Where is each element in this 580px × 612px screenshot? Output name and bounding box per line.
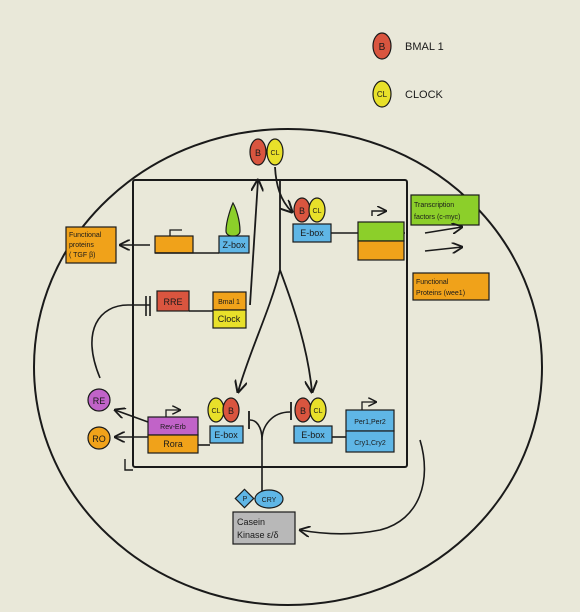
legend: B BMAL 1 CL CLOCK [372, 32, 444, 108]
per-cry-box: Per1,Per2 Cry1,Cry2 [345, 409, 395, 453]
tgf-line2: proteins [69, 242, 94, 249]
arrow-top-to-ebox [274, 166, 292, 212]
legend-clock-label: CLOCK [405, 89, 444, 101]
rora-label: Rora [163, 439, 183, 449]
nucleus-outline [132, 179, 408, 468]
casein-line2: Kinase ε/δ [237, 530, 279, 540]
arrow-to-re [115, 410, 149, 423]
ebox-tr-label: E-box [300, 228, 324, 238]
ebox-bottom-left: CL B E-box [207, 397, 244, 444]
cell-outline [33, 128, 543, 606]
ebox-br-b: B [300, 406, 306, 416]
gene-orange-top-right [357, 240, 405, 261]
tss-rev-erb [165, 410, 180, 417]
gene-green-top-right [357, 221, 405, 242]
cry-label: Cry1,Cry2 [354, 440, 386, 447]
ro-circle: RO [87, 426, 111, 450]
top-pair-b: B [255, 148, 261, 158]
per-label: Per1,Per2 [354, 419, 386, 426]
wee1-line2: Proteins (wee1) [416, 290, 465, 297]
zbox: Z-box [218, 235, 250, 254]
ebox-bl-b: B [228, 406, 234, 416]
ebox-top-right: B CL E-box [292, 197, 332, 243]
gene-orange-left [154, 235, 194, 254]
tgf-line1: Functional [69, 232, 102, 239]
green-factor-shape [225, 201, 241, 237]
legend-bmal1-oval [372, 32, 392, 60]
ebox-tr-b: B [299, 206, 305, 216]
top-bmal1-clock-pair: B CL [249, 138, 284, 166]
clock-gene-label: Clock [218, 314, 241, 324]
bmal1-clock-gene-box: Bmal 1 Clock [212, 291, 247, 329]
ebox-tr-cl: CL [313, 208, 322, 215]
rev-erb-rora-box: Rev-Erb Rora [147, 416, 199, 454]
top-pair-cl: CL [271, 150, 280, 157]
rev-erb-label: Rev-Erb [160, 424, 186, 431]
legend-bmal1-label: BMAL 1 [405, 41, 444, 53]
feedback-loop-rre [91, 304, 150, 379]
tss-top-right [371, 211, 386, 216]
arrow-bmal-up [249, 180, 258, 306]
wee1-line1: Functional [416, 279, 449, 286]
zbox-label: Z-box [222, 240, 246, 250]
tss-left [169, 229, 182, 236]
tgf-line3: ( TGF β) [69, 252, 95, 259]
inhibit-path-br [261, 411, 291, 441]
casein-kinase-box: Casein Kinase ε/δ [232, 511, 296, 545]
loop-per-to-casein [300, 439, 426, 534]
legend-bmal1-letter: B [379, 42, 386, 53]
casein-line1: Casein [237, 517, 265, 527]
p-cry-complex: P CRY [234, 488, 284, 509]
arrow-to-tf [424, 227, 462, 233]
ebox-bl-label: E-box [214, 430, 238, 440]
rre-label: RRE [163, 297, 182, 307]
ebox-br-label: E-box [301, 430, 325, 440]
functional-proteins-wee1-box: Functional Proteins (wee1) [412, 272, 490, 301]
tss-per [361, 402, 376, 410]
bmal1-gene-label: Bmal 1 [218, 299, 240, 306]
rora-export-line [124, 459, 133, 471]
re-label: RE [93, 396, 106, 406]
cry-protein-label: CRY [262, 497, 277, 504]
p-label: P [243, 496, 248, 503]
ebox-br-cl: CL [314, 408, 323, 415]
inhibit-path-bl [249, 419, 263, 492]
rre-box: RRE [156, 290, 190, 312]
legend-clock-oval [372, 80, 392, 108]
ebox-bottom-right: B CL E-box [293, 397, 333, 444]
arrow-center-down-right [279, 269, 312, 392]
ebox-bl-cl: CL [212, 408, 221, 415]
tf-line1: Transcription [414, 202, 454, 209]
transcription-factors-box: Transcription factors (c-myc) [410, 194, 480, 226]
arrow-to-wee1 [424, 247, 462, 251]
functional-proteins-tgf-box: Functional proteins ( TGF β) [65, 226, 117, 264]
tf-line2: factors (c-myc) [414, 214, 460, 221]
legend-clock-letter: CL [377, 90, 388, 99]
re-circle: RE [87, 388, 111, 412]
ro-label: RO [92, 434, 106, 444]
arrow-center-down-left [238, 180, 281, 392]
